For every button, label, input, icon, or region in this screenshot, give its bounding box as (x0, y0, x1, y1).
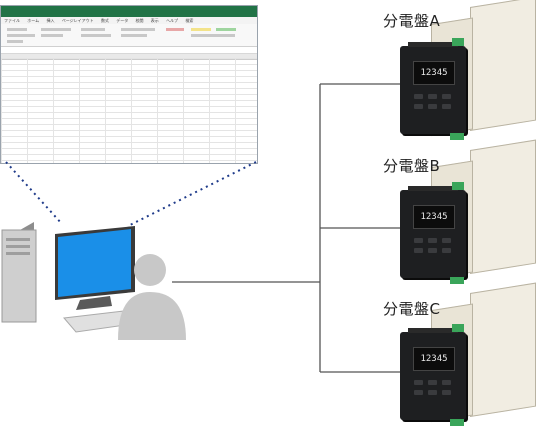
menu-item: データ (116, 18, 129, 23)
pc-tower-icon (1, 222, 37, 323)
power-meter-c: 12345 (400, 324, 466, 426)
menu-item: 検索 (185, 18, 194, 23)
panel-label-c: 分電盤C (383, 300, 441, 318)
power-meter-a: 12345 (400, 38, 466, 140)
dotted-zoom-line-right (127, 161, 257, 227)
power-meter-b: 12345 (400, 182, 466, 284)
cell-grid (1, 58, 257, 163)
distribution-board-cabinet-b (431, 139, 536, 280)
meter-display-c: 12345 (413, 347, 455, 371)
meter-display-a: 12345 (413, 61, 455, 85)
formula-bar (1, 47, 257, 54)
panel-label-a: 分電盤A (383, 12, 441, 30)
distribution-board-cabinet-a (431, 0, 536, 137)
monitor-icon (55, 226, 135, 310)
menu-item: ホーム (27, 18, 40, 23)
menu-item: ページレイアウト (61, 18, 94, 23)
menu-item: ファイル (4, 18, 20, 23)
spreadsheet-titlebar (1, 6, 257, 17)
menu-item: ヘルプ (166, 18, 179, 23)
spreadsheet-ribbon (1, 24, 257, 47)
menu-item: 挿入 (46, 18, 55, 23)
menu-item: 表示 (150, 18, 159, 23)
meter-display-b: 12345 (413, 205, 455, 229)
person-icon (118, 254, 186, 340)
distribution-board-cabinet-c (431, 282, 536, 423)
spreadsheet-window: ファイル ホーム 挿入 ページレイアウト 数式 データ 校閲 表示 ヘルプ 検索 (1, 6, 257, 163)
menu-item: 数式 (100, 18, 109, 23)
spreadsheet-menubar: ファイル ホーム 挿入 ページレイアウト 数式 データ 校閲 表示 ヘルプ 検索 (1, 17, 257, 24)
panel-label-b: 分電盤B (383, 157, 441, 175)
menu-item: 校閲 (135, 18, 144, 23)
dotted-zoom-line-left (5, 161, 63, 225)
